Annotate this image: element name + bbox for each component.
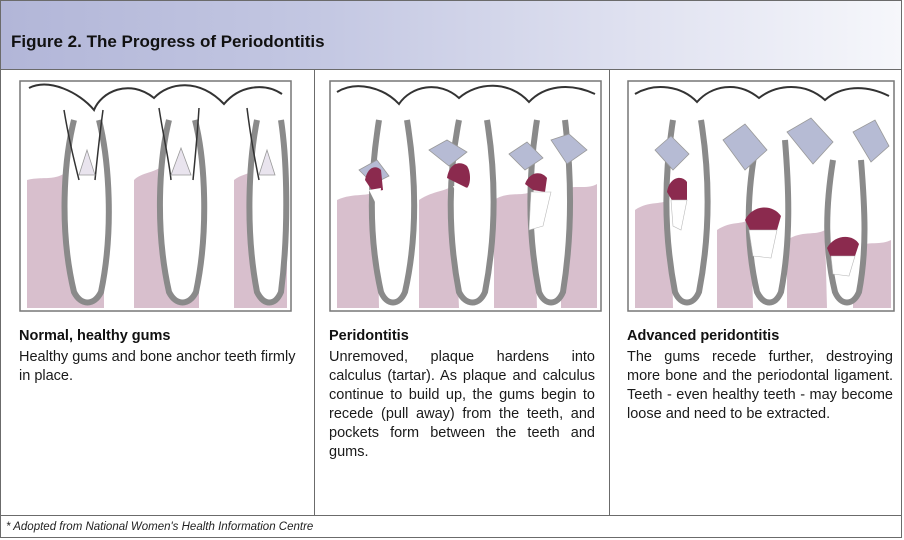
figure-header: Figure 2. The Progress of Periodontitis (1, 1, 901, 70)
periodontitis-caption: Peridontitis Unremoved, plaque hardens i… (329, 327, 595, 462)
panel-heading: Normal, healthy gums (19, 327, 301, 346)
healthy-gums-illustration (19, 80, 292, 312)
panel-healthy: Normal, healthy gums Healthy gums and bo… (1, 70, 315, 515)
panel-description: Healthy gums and bone anchor teeth firml… (19, 348, 301, 386)
panel-periodontitis: Peridontitis Unremoved, plaque hardens i… (315, 70, 610, 515)
periodontitis-illustration (329, 80, 602, 312)
source-text: * Adopted from National Women's Health I… (6, 521, 313, 533)
figure-title: Figure 2. The Progress of Periodontitis (11, 32, 325, 52)
source-footnote: * Adopted from National Women's Health I… (1, 515, 901, 537)
panel-heading: Advanced peridontitis (627, 327, 893, 346)
advanced-periodontitis-illustration (627, 80, 895, 312)
panel-advanced: Advanced peridontitis The gums recede fu… (610, 70, 901, 515)
panel-description: The gums recede further, destroying more… (627, 348, 893, 424)
advanced-caption: Advanced peridontitis The gums recede fu… (627, 327, 893, 424)
panel-description: Unremoved, plaque hardens into calculus … (329, 348, 595, 462)
panel-heading: Peridontitis (329, 327, 595, 346)
healthy-caption: Normal, healthy gums Healthy gums and bo… (19, 327, 301, 386)
